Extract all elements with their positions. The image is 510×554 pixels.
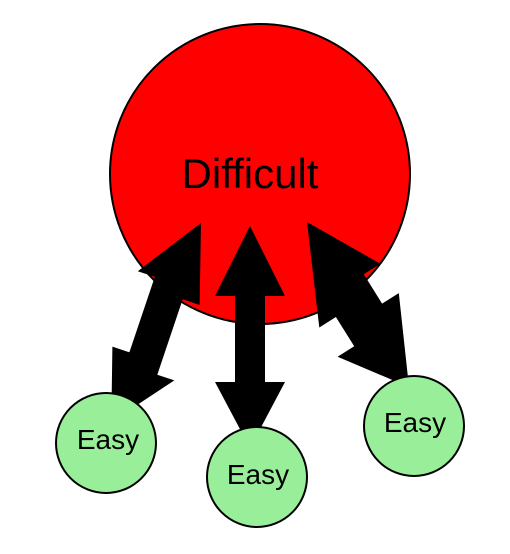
easy-label-center: Easy [227,459,289,490]
easy-node-left: Easy [55,392,157,494]
arrow-left [111,223,201,422]
easy-circle-right [363,375,465,477]
arrow-right [307,222,409,387]
arrow-center [215,226,285,448]
easy-label-left: Easy [77,424,139,455]
easy-circle-left [55,392,157,494]
easy-label-right: Easy [384,407,446,438]
arrows [111,222,409,448]
easy-node-right: Easy [363,375,465,477]
easy-node-center: Easy [206,426,308,528]
easy-circle-center [206,426,308,528]
difficult-label: Difficult [182,150,319,197]
